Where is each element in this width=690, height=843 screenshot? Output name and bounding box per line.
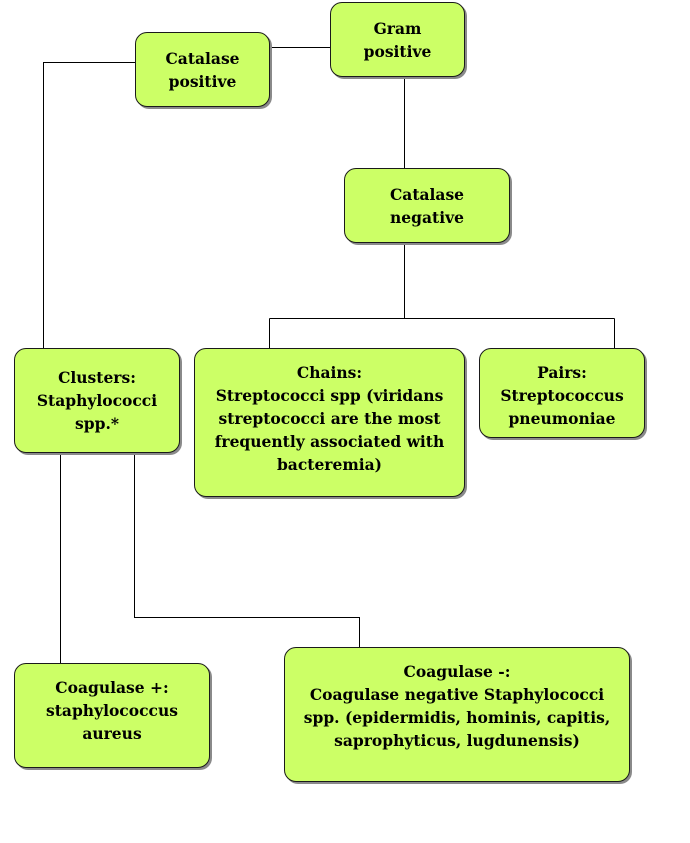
node-text-line: bacteremia)	[276, 455, 383, 474]
node-text-line: Streptococcus	[500, 386, 624, 405]
chains-node: Chains: Streptococci spp (viridans strep…	[194, 348, 465, 497]
node-text-line: Coagulase -:	[403, 662, 511, 681]
node-text-line: Clusters:	[58, 368, 136, 387]
pairs-node: Pairs: Streptococcus pneumoniae	[479, 348, 645, 438]
node-text-line: aureus	[82, 724, 142, 743]
connector-catalase-positive-to-clusters	[43, 62, 135, 348]
node-text-line: spp. (epidermidis, hominis, capitis,	[303, 708, 611, 727]
node-text-line: Staphylococci	[36, 391, 158, 410]
node-text-line: Streptococci spp (viridans	[215, 386, 444, 405]
node-text-line: Pairs:	[537, 363, 587, 382]
node-text-line: Catalase	[389, 184, 465, 204]
node-text-line: positive	[168, 71, 237, 91]
gram-positive-node: Gram positive	[330, 2, 465, 77]
node-text-line: pneumoniae	[508, 409, 616, 428]
connector-clusters-to-coagulase-negative	[134, 453, 360, 647]
coagulase-negative-node: Coagulase -: Coagulase negative Staphylo…	[284, 647, 630, 782]
node-text-line: positive	[363, 41, 432, 61]
node-text-line: Gram	[373, 18, 422, 38]
node-text-line: frequently associated with	[214, 432, 445, 451]
node-text-line: saprophyticus, lugdunensis)	[334, 731, 580, 750]
node-text-line: Chains:	[296, 363, 363, 382]
catalase-negative-node: Catalase negative	[344, 168, 510, 243]
clusters-node: Clusters: Staphylococci spp.*	[14, 348, 180, 453]
node-text-line: Catalase	[165, 48, 240, 68]
node-text-line: spp.*	[75, 414, 119, 433]
catalase-positive-node: Catalase positive	[135, 32, 270, 107]
node-text-line: streptococci are the most	[218, 409, 441, 428]
node-text-line: negative	[390, 207, 464, 227]
node-text-line: Coagulase negative Staphylococci	[309, 685, 605, 704]
node-text-line: staphylococcus	[46, 701, 178, 720]
coagulase-positive-node: Coagulase +: staphylococcus aureus	[14, 663, 210, 768]
node-text-line: Coagulase +:	[55, 678, 169, 697]
